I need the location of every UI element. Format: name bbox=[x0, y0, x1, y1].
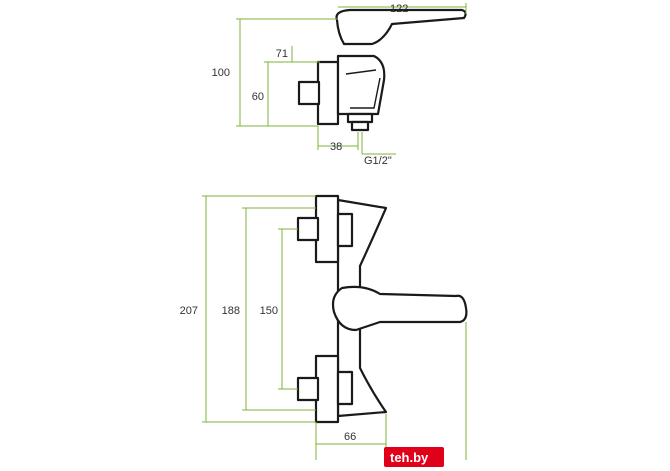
front-view-body bbox=[336, 198, 388, 418]
front-view-lower-eccentric bbox=[314, 354, 340, 424]
front-view-upper-collar bbox=[336, 212, 354, 248]
front-view-lower-collar bbox=[336, 370, 354, 406]
front-view-lever bbox=[331, 285, 468, 332]
dim-lower-label: 60 bbox=[252, 91, 264, 103]
dim-height-label: 100 bbox=[212, 67, 230, 79]
dim-depth-label: 38 bbox=[330, 141, 342, 153]
top-view-backplate bbox=[316, 60, 340, 126]
dim-total-height-label: 207 bbox=[180, 305, 198, 317]
top-view-outlet-thread bbox=[350, 120, 370, 132]
top-view-outlet-top bbox=[346, 112, 374, 124]
top-view-body bbox=[336, 54, 386, 116]
top-view: 122 100 71 60 38 G1/2" bbox=[212, 3, 467, 167]
dim-projection-label: 66 bbox=[344, 431, 356, 443]
dim-upper-label: 71 bbox=[276, 48, 288, 60]
watermark-logo-text: teh.by bbox=[390, 450, 429, 465]
dim-outer-span-label: 188 bbox=[222, 305, 240, 317]
top-view-body-detail bbox=[345, 69, 381, 109]
front-view-upper-nub bbox=[296, 216, 320, 242]
dim-inner-span-label: 150 bbox=[260, 305, 278, 317]
dim-width-label: 122 bbox=[390, 3, 408, 15]
dim-thread-label: G1/2" bbox=[364, 155, 392, 167]
top-view-lever bbox=[335, 8, 467, 46]
front-view-lower-nub bbox=[296, 376, 320, 402]
watermark-logo: teh.by bbox=[384, 447, 444, 467]
front-view: 207 188 150 66 bbox=[180, 194, 468, 460]
front-view-upper-eccentric bbox=[314, 194, 340, 264]
top-view-inlet-nub bbox=[297, 80, 321, 106]
